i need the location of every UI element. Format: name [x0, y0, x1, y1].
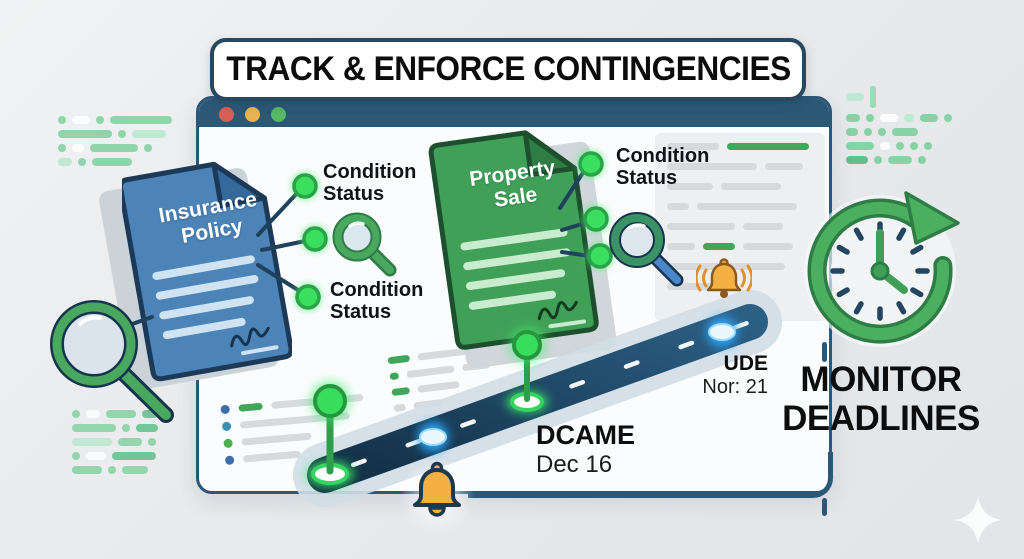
pixel-row — [58, 158, 172, 166]
caption-line-1: MONITOR — [800, 360, 962, 399]
panel-row — [667, 243, 825, 250]
pixel-pattern-top-left — [58, 116, 172, 172]
condition-status-label: Condition Status — [330, 279, 424, 323]
milestone-label-2: UDE Nor: 21 — [650, 352, 768, 399]
bell-icon — [399, 458, 475, 534]
panel-row — [667, 283, 825, 290]
timeline-pin-icon — [512, 330, 542, 360]
panel-row — [667, 163, 825, 170]
pixel-row — [58, 116, 172, 124]
timeline-pin-icon — [313, 384, 347, 418]
pixel-row — [58, 144, 172, 152]
magnifier-icon — [609, 212, 684, 287]
pixel-row — [846, 156, 952, 164]
pixel-row — [846, 86, 952, 108]
pixel-row — [846, 114, 952, 122]
dashed-edge — [822, 498, 827, 516]
pixel-pattern-bottom-left — [72, 410, 172, 480]
milestone-date: Nor: 21 — [702, 376, 768, 398]
panel-row — [667, 143, 825, 150]
pixel-row — [72, 452, 172, 460]
milestone-name: DCAME — [536, 420, 635, 450]
clock-history-icon — [804, 191, 960, 347]
traffic-light-yellow-icon — [245, 107, 260, 122]
milestone-label-1: DCAME Dec 16 — [536, 420, 635, 479]
magnifier-icon — [50, 300, 174, 423]
sparkle-icon — [954, 496, 1002, 544]
pixel-row — [58, 130, 172, 138]
panel-row — [667, 203, 825, 210]
title-banner: TRACK & ENFORCE CONTINGENCIES — [210, 38, 806, 101]
deadline-timeline-road — [293, 290, 782, 507]
condition-status-label: Condition Status — [323, 161, 417, 205]
pixel-row — [72, 424, 172, 432]
traffic-light-green-icon — [271, 107, 286, 122]
pixel-row — [72, 466, 172, 474]
property-sale-document — [428, 130, 599, 350]
panel-row — [667, 223, 825, 230]
milestone-date: Dec 16 — [536, 451, 613, 478]
window-titlebar — [199, 99, 829, 127]
caption-line-2: DEADLINES — [782, 399, 980, 439]
bell-icon — [696, 258, 752, 298]
pixel-row — [846, 128, 952, 136]
insurance-policy-document — [122, 161, 292, 382]
pixel-row — [72, 438, 172, 446]
panel-row — [667, 183, 825, 190]
magnifier-icon — [332, 212, 397, 277]
traffic-light-red-icon — [219, 107, 234, 122]
page-title: TRACK & ENFORCE CONTINGENCIES — [225, 50, 791, 88]
pixel-pattern-top-right — [846, 86, 952, 170]
monitor-deadlines-caption: MONITOR DEADLINES — [756, 360, 1006, 438]
dashed-edge — [822, 342, 827, 362]
pixel-row — [846, 142, 952, 150]
milestone-name: UDE — [723, 352, 768, 375]
condition-status-label: Condition Status — [616, 145, 710, 189]
bell-connector-line — [468, 452, 833, 498]
